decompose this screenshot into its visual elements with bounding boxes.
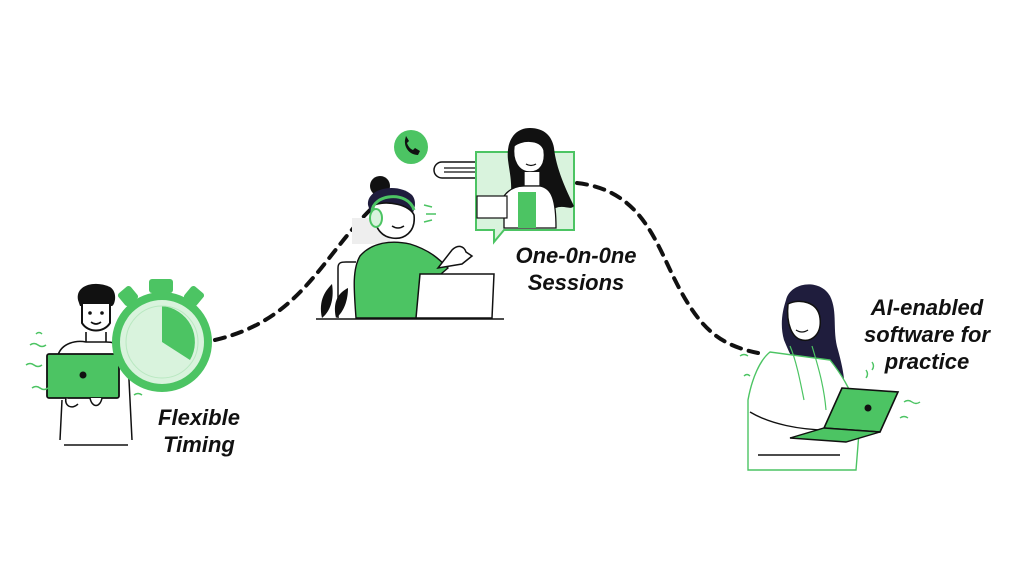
stopwatch-icon <box>112 279 212 392</box>
label-flexible-timing: Flexible Timing <box>140 404 258 458</box>
label-line: Flexible <box>158 405 240 430</box>
dashed-journey-path-2 <box>575 181 760 355</box>
person-with-headset-center <box>316 176 504 320</box>
label-line: software for <box>864 322 990 347</box>
label-line: Sessions <box>527 270 625 295</box>
dashed-journey-path <box>213 208 372 342</box>
label-line: AI-enabled <box>870 295 984 320</box>
label-line: Timing <box>163 432 235 457</box>
label-line: practice <box>884 349 970 374</box>
label-line: One-0n-0ne <box>515 243 637 268</box>
video-call-window <box>475 128 575 245</box>
woman-with-laptop-right <box>739 284 921 471</box>
headset-icon <box>369 195 416 228</box>
label-one-on-one-sessions: One-0n-0ne Sessions <box>506 242 646 296</box>
label-ai-enabled-software: AI-enabled software for practice <box>854 294 1000 375</box>
laptop-icon <box>789 387 900 443</box>
phone-icon <box>394 130 428 164</box>
